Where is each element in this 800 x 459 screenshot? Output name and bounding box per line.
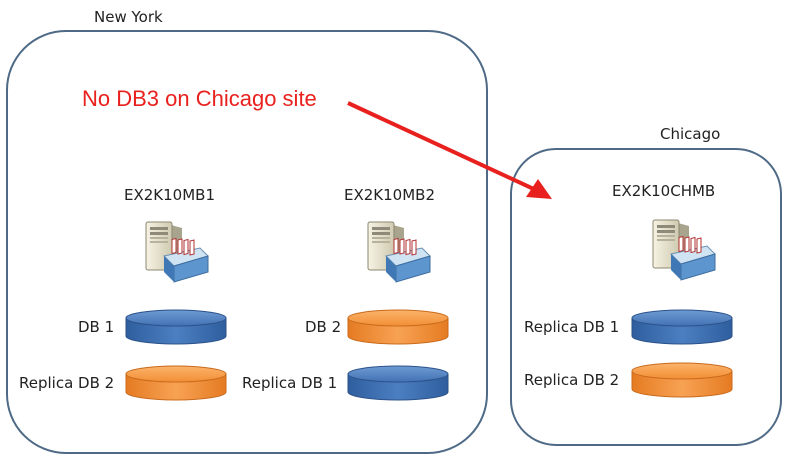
annotation-text: No DB3 on Chicago site xyxy=(82,86,317,111)
db-label: Replica DB 2 xyxy=(19,374,115,392)
db-label: Replica DB 1 xyxy=(242,374,338,392)
chicago-site-label: Chicago xyxy=(660,125,721,143)
server-name: EX2K10MB2 xyxy=(344,186,435,204)
server-icon xyxy=(145,221,209,283)
server-name: EX2K10CHMB xyxy=(612,182,716,200)
db-label: DB 1 xyxy=(78,318,115,336)
database-icon xyxy=(347,365,449,401)
db-label: Replica DB 2 xyxy=(524,371,620,389)
arrow-icon xyxy=(347,101,552,199)
database-icon xyxy=(125,309,227,345)
database-icon xyxy=(125,365,227,401)
new-york-site-box xyxy=(6,30,488,454)
new-york-site-label: New York xyxy=(94,8,163,26)
server-icon xyxy=(367,221,431,283)
database-icon xyxy=(631,362,733,398)
server-name: EX2K10MB1 xyxy=(124,186,215,204)
db-label: Replica DB 1 xyxy=(524,318,620,336)
server-icon xyxy=(652,219,716,281)
chicago-site-box xyxy=(510,148,782,446)
database-icon xyxy=(631,309,733,345)
db-label: DB 2 xyxy=(305,318,342,336)
database-icon xyxy=(347,309,449,345)
